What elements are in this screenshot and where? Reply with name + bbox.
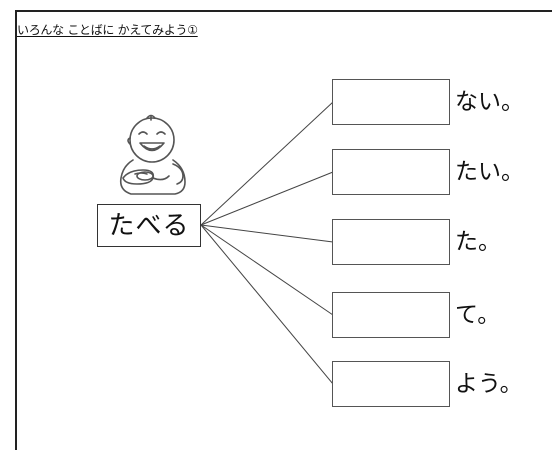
base-word-box: たべる bbox=[97, 204, 201, 247]
eating-child-illustration bbox=[119, 114, 186, 195]
answer-box-2[interactable] bbox=[332, 149, 450, 195]
connector-line bbox=[200, 224, 334, 385]
suffix-you: よう。 bbox=[455, 371, 523, 397]
connector-line bbox=[200, 224, 334, 316]
answer-box-3[interactable] bbox=[332, 219, 450, 265]
connector-line bbox=[200, 171, 334, 226]
suffix-te: て。 bbox=[455, 302, 501, 328]
answer-box-4[interactable] bbox=[332, 292, 450, 338]
answer-box-5[interactable] bbox=[332, 361, 450, 407]
connector-line bbox=[200, 224, 334, 243]
suffix-ta: た。 bbox=[455, 229, 501, 255]
worksheet-title: いろんな ことばに かえてみよう① bbox=[17, 23, 198, 37]
suffix-tai: たい。 bbox=[455, 159, 524, 185]
connector-line bbox=[200, 101, 334, 226]
suffix-nai: ない。 bbox=[455, 89, 524, 115]
answer-box-1[interactable] bbox=[332, 79, 450, 125]
